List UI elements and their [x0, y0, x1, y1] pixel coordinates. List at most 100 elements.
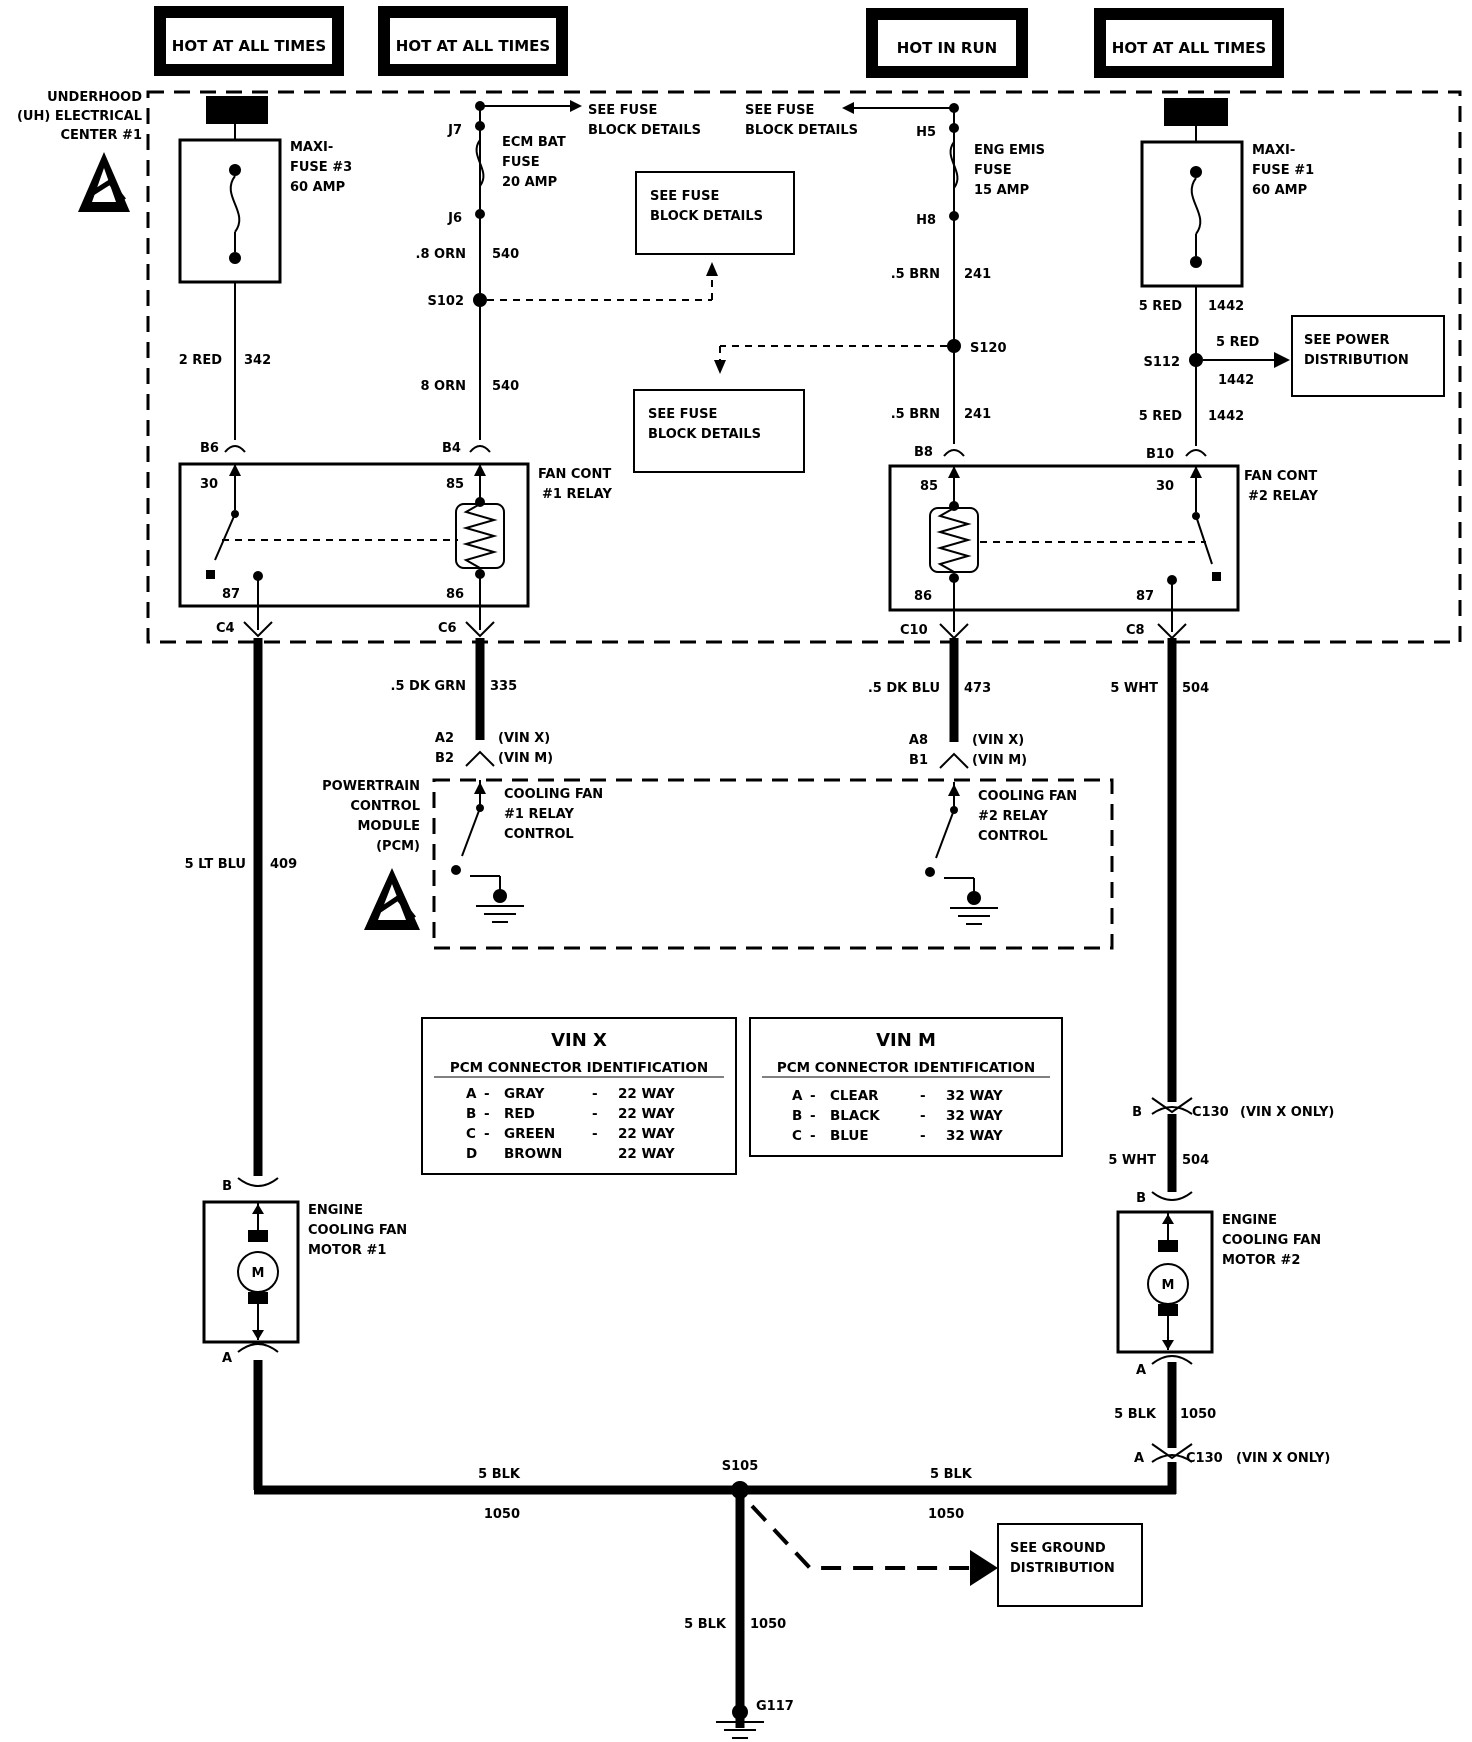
- splice-s112-label: S112: [1144, 355, 1181, 370]
- vin-m-row-sep: -: [810, 1108, 816, 1124]
- wire-241a-color: .5 BRN: [891, 267, 940, 282]
- vin-m-row-sep2: -: [920, 1108, 926, 1124]
- relay1-pin-30: 30: [200, 477, 218, 492]
- pcm-left-vin-m: (VIN M): [498, 751, 553, 766]
- see-fuse-4-line1: SEE FUSE: [648, 407, 717, 422]
- vin-x-row-b: B - RED - 22 WAY: [466, 1106, 675, 1122]
- pcm-ctl1-line2: #1 RELAY: [504, 807, 574, 822]
- vin-x-row-id: B: [466, 1106, 476, 1122]
- vin-x-row-color: GRAY: [504, 1086, 545, 1102]
- splice-s120-label: S120: [970, 341, 1007, 356]
- pcm-pin-b1: B1: [909, 753, 928, 768]
- power-source-2: HOT AT ALL TIMES: [378, 6, 568, 76]
- relay2-name-line1: FAN CONT: [1244, 469, 1317, 484]
- uh-center-line3: CENTER #1: [60, 128, 142, 143]
- pcm-pin-a2: A2: [435, 731, 454, 746]
- see-fuse-4-line2: BLOCK DETAILS: [648, 427, 761, 442]
- power-source-3-label: HOT IN RUN: [897, 39, 997, 57]
- relay2-pin-85: 85: [920, 479, 938, 494]
- see-ground-line2: DISTRIBUTION: [1010, 1561, 1115, 1576]
- power-source-1: HOT AT ALL TIMES: [154, 6, 344, 76]
- vin-m-subtitle: PCM CONNECTOR IDENTIFICATION: [777, 1060, 1035, 1076]
- relay1-conn-b4: B4: [442, 441, 461, 456]
- power-source-2-label: HOT AT ALL TIMES: [396, 37, 550, 55]
- ecm-fuse-line1: ECM BAT: [502, 135, 566, 150]
- wire-1050c-circuit: 1050: [750, 1617, 786, 1632]
- wire-1442a-circuit: 1442: [1208, 299, 1244, 314]
- uh-center-line2: (UH) ELECTRICAL: [17, 109, 142, 124]
- relay2-conn-c8: C8: [1126, 623, 1145, 638]
- wire-504a-color: 5 WHT: [1110, 681, 1158, 696]
- wire-1050d-circuit: 1050: [1180, 1407, 1216, 1422]
- see-ground-line1: SEE GROUND: [1010, 1541, 1106, 1556]
- vin-m-row-a: A - CLEAR - 32 WAY: [792, 1088, 1003, 1104]
- relay1-conn-b6: B6: [200, 441, 219, 456]
- c130-top-note: (VIN X ONLY): [1240, 1105, 1334, 1120]
- uh-center-label: UNDERHOOD (UH) ELECTRICAL CENTER #1: [17, 90, 142, 143]
- relay2-pin-30: 30: [1156, 479, 1174, 494]
- vin-x-row-id: A: [466, 1086, 477, 1102]
- vin-m-row-sep2: -: [920, 1128, 926, 1144]
- wire-1050d-color: 5 BLK: [1114, 1407, 1157, 1422]
- vin-m-title: VIN M: [876, 1030, 936, 1051]
- motor1-line1: ENGINE: [308, 1203, 363, 1218]
- pcm-right-vin-m: (VIN M): [972, 753, 1027, 768]
- relay2-pin-86: 86: [914, 589, 932, 604]
- eng-fuse-line3: 15 AMP: [974, 183, 1029, 198]
- relay2-conn-b10: B10: [1146, 447, 1174, 462]
- pcm-left-vin-x: (VIN X): [498, 731, 550, 746]
- vin-m-row-sep: -: [810, 1088, 816, 1104]
- motor1-line3: MOTOR #1: [308, 1243, 386, 1258]
- arrow-right-power-icon: [1274, 352, 1290, 368]
- pcm-label-line1: POWERTRAIN: [322, 779, 420, 794]
- vin-m-row-size: 32 WAY: [946, 1108, 1003, 1124]
- relay2-pin-87: 87: [1136, 589, 1154, 604]
- wire-409-circuit: 409: [270, 857, 297, 872]
- wire-342-color: 2 RED: [179, 353, 222, 368]
- wire-409-color: 5 LT BLU: [185, 857, 246, 872]
- motor2-line2: COOLING FAN: [1222, 1233, 1321, 1248]
- power-source-1-label: HOT AT ALL TIMES: [172, 37, 326, 55]
- vin-x-row-id: D: [466, 1146, 477, 1162]
- pcm-ctl1-line3: CONTROL: [504, 827, 574, 842]
- maxi-fuse-1-element: [1190, 166, 1202, 268]
- fan-control-relay-1: B6 B4 30 85 87 86 C4 C6 FAN CONT #1 RELA…: [178, 441, 612, 638]
- vin-m-row-id: C: [792, 1128, 802, 1144]
- vin-x-row-sep2: -: [592, 1086, 598, 1102]
- arrow-ground-icon: [970, 1550, 998, 1586]
- arrow-up-icon: [706, 262, 718, 276]
- relay1-name-line1: FAN CONT: [538, 467, 611, 482]
- wire-1050a-circuit: 1050: [484, 1507, 520, 1522]
- wire-504a-circuit: 504: [1182, 681, 1209, 696]
- relay2-conn-c10: C10: [900, 623, 928, 638]
- ecm-fuse-label: ECM BAT FUSE 20 AMP: [502, 135, 566, 190]
- vin-x-title: VIN X: [551, 1030, 607, 1051]
- wire-473-circuit: 473: [964, 681, 991, 696]
- engine-cooling-fan-motor-2: B M A ENGINE COOLING FAN MOTOR #2: [1116, 1191, 1321, 1378]
- wire-504b-color: 5 WHT: [1108, 1153, 1156, 1168]
- splice-s120: [947, 339, 961, 353]
- vin-x-row-sep2: -: [592, 1106, 598, 1122]
- engine-cooling-fan-motor-1: B M A ENGINE COOLING FAN MOTOR #1: [202, 1177, 407, 1366]
- maxi-fuse-3-label: MAXI- FUSE #3 60 AMP: [290, 140, 352, 195]
- vin-x-row-size: 22 WAY: [618, 1086, 675, 1102]
- power-source-4: HOT AT ALL TIMES: [1094, 8, 1284, 78]
- maxi-fuse-3-element: [229, 164, 241, 264]
- splice-s102-label: S102: [428, 294, 465, 309]
- relay1-conn-c6: C6: [438, 621, 457, 636]
- maxi-fuse-3-line1: MAXI-: [290, 140, 333, 155]
- vin-m-row-sep2: -: [920, 1088, 926, 1104]
- see-fuse-3-line2: BLOCK DETAILS: [745, 123, 858, 138]
- maxi-fuse-3-line2: FUSE #3: [290, 160, 352, 175]
- vin-x-row-a: A - GRAY - 22 WAY: [466, 1086, 675, 1102]
- pcm-ctl2-line3: CONTROL: [978, 829, 1048, 844]
- see-power-box: [1291, 315, 1445, 397]
- vin-m-row-id: A: [792, 1088, 803, 1104]
- see-fuse-1-label: SEE FUSE BLOCK DETAILS: [588, 103, 701, 138]
- vin-m-row-color: BLUE: [830, 1128, 869, 1144]
- vin-x-row-color: GREEN: [504, 1126, 555, 1142]
- uh-center-line1: UNDERHOOD: [47, 90, 142, 105]
- vin-m-row-color: CLEAR: [830, 1088, 879, 1104]
- see-power-line1: SEE POWER: [1304, 333, 1389, 348]
- maxi-fuse-1-line3: 60 AMP: [1252, 183, 1307, 198]
